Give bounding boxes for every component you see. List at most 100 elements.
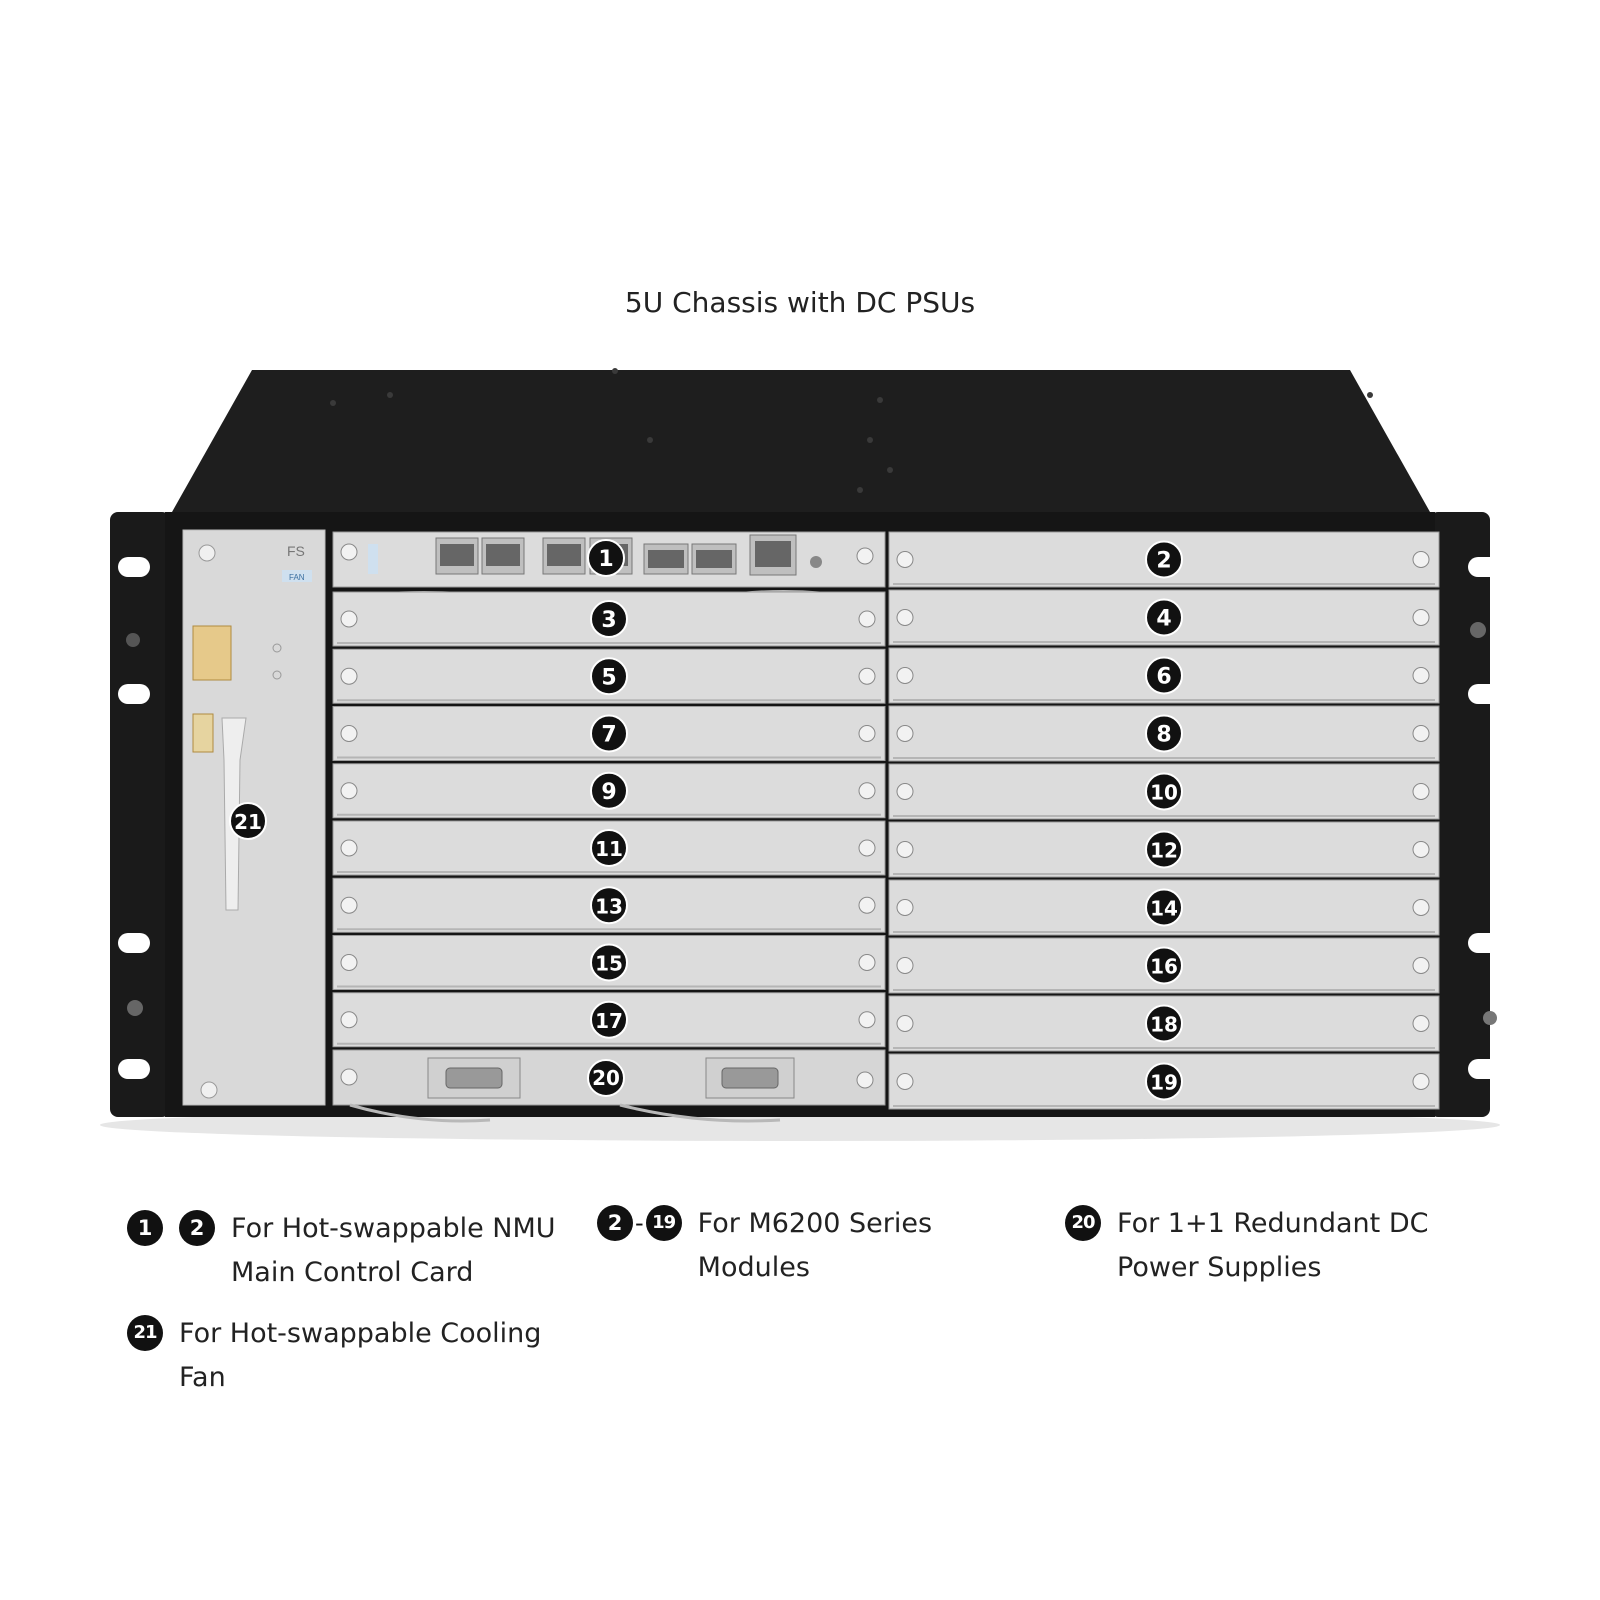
thumbscrew-icon [1412, 551, 1430, 568]
thumbscrew-icon [858, 896, 876, 914]
fan-label: FAN [289, 573, 305, 582]
legend-fan: 21 For Hot-swappable Cooling Fan [127, 1315, 541, 1400]
thumbscrew-icon [858, 667, 876, 685]
slot-number: 8 [1156, 723, 1171, 748]
legend-range-dash: - [635, 1209, 644, 1237]
module-slot-9: 9 [332, 763, 886, 819]
slot-number: 11 [595, 837, 623, 861]
slot-number-badge [1145, 540, 1183, 579]
module-slot-14: 14 [888, 879, 1440, 936]
module-slot-8: 8 [888, 705, 1440, 762]
thumbscrew-icon [340, 725, 358, 742]
thumbscrew-icon [896, 783, 914, 800]
legend-nmu-line2: Main Control Card [231, 1257, 474, 1288]
slot-number-badge [1145, 1062, 1183, 1101]
slot-number: 18 [1150, 1013, 1178, 1037]
legend-modules-line1: For M6200 Series [697, 1208, 933, 1239]
slot-number: 2 [1156, 549, 1171, 574]
slot-number: 5 [601, 665, 616, 690]
chassis-top [172, 370, 1430, 512]
nmu-card [332, 531, 886, 600]
thumbscrew-icon [340, 667, 358, 685]
thumbscrew-icon [858, 725, 876, 742]
legend-fan-line1: For Hot-swappable Cooling [179, 1318, 542, 1349]
slot-number: 13 [595, 894, 623, 918]
slot-number: 10 [1150, 781, 1178, 805]
legend-modules: 2 - 19 For M6200 Series Modules [597, 1205, 932, 1290]
slot-number-badge [590, 600, 628, 638]
thumbscrew-icon [896, 609, 914, 626]
slot-number: 7 [601, 723, 616, 748]
legend-badge-2: 2 [179, 1210, 215, 1246]
slot-number-badge [1145, 714, 1183, 753]
module-slot-17: 17 [332, 992, 886, 1048]
legend-nmu: 1 2 For Hot-swappable NMU Main Control C… [127, 1210, 556, 1295]
thumbscrew-icon [1412, 841, 1430, 858]
caution-label [192, 625, 232, 681]
thumbscrew-icon [340, 1011, 358, 1029]
slot-number: 19 [1150, 1071, 1178, 1095]
legend-badge-1: 1 [127, 1210, 163, 1246]
legend-nmu-line1: For Hot-swappable NMU [231, 1213, 556, 1244]
slot-number-badge [1145, 830, 1183, 869]
psu-number: 20 [592, 1066, 620, 1090]
module-slot-3: 3 [332, 591, 886, 647]
module-slot-16: 16 [888, 937, 1440, 994]
legend-fan-line2: Fan [179, 1362, 226, 1393]
module-slot-2: 2 [888, 531, 1440, 588]
module-slot-4: 4 [888, 589, 1440, 646]
slot-number: 12 [1150, 839, 1178, 863]
thumbscrew-icon [896, 841, 914, 858]
slot-number-badge [590, 943, 628, 982]
thumbscrew-icon [896, 667, 914, 684]
slot-number: 17 [595, 1009, 623, 1033]
thumbscrew-icon [896, 957, 914, 974]
thumbscrew-icon [340, 610, 358, 628]
slot-number: 3 [601, 608, 616, 633]
module-slot-15: 15 [332, 935, 886, 990]
slot-number-badge [590, 1000, 628, 1039]
thumbscrew-icon [896, 1015, 914, 1032]
slot-number-badge [1145, 656, 1183, 695]
fan-number: 21 [234, 810, 262, 834]
thumbscrew-icon [1412, 667, 1430, 684]
module-slot-5: 5 [332, 648, 886, 704]
module-slot-10: 10 [888, 763, 1440, 820]
slot-number-badge [590, 714, 628, 753]
slot-number-badge [590, 886, 628, 925]
module-slot-11: 11 [332, 820, 886, 876]
thumbscrew-icon [1412, 899, 1430, 916]
fan-brand: FS [287, 543, 305, 559]
thumbscrew-icon [1412, 609, 1430, 626]
slot-number-badge [590, 657, 628, 696]
module-slot-6: 6 [888, 647, 1440, 704]
legend-badge-21: 21 [127, 1315, 163, 1351]
legend-psu-line1: For 1+1 Redundant DC [1117, 1208, 1429, 1239]
module-slot-18: 18 [888, 995, 1440, 1052]
page-title: 5U Chassis with DC PSUs [624, 286, 976, 319]
slot-number: 15 [595, 952, 623, 976]
thumbscrew-icon [858, 839, 876, 857]
slot-number-badge [1145, 772, 1183, 811]
slot-number-badge [590, 829, 628, 867]
thumbscrew-icon [340, 782, 358, 800]
thumbscrew-icon [340, 896, 358, 914]
thumbscrew-icon [896, 1073, 914, 1090]
fan-number-callout: 21 [229, 802, 267, 840]
rack-ear-right [1430, 512, 1500, 1117]
thumbscrew-icon [896, 725, 914, 742]
slot-number-badge [1145, 1004, 1183, 1043]
thumbscrew-icon [858, 1011, 876, 1029]
thumbscrew-icon [858, 954, 876, 971]
legend-modules-line2: Modules [697, 1252, 810, 1283]
slot-number-badge [1145, 946, 1183, 985]
thumbscrew-icon [1412, 725, 1430, 742]
module-slot-19: 19 [888, 1053, 1440, 1110]
thumbscrew-icon [858, 782, 876, 800]
module-slot-12: 12 [888, 821, 1440, 878]
module-slot-7: 7 [332, 706, 886, 761]
thumbscrew-icon [340, 954, 358, 971]
legend-badge-20: 20 [1065, 1205, 1101, 1241]
thumbscrew-icon [1412, 1073, 1430, 1090]
